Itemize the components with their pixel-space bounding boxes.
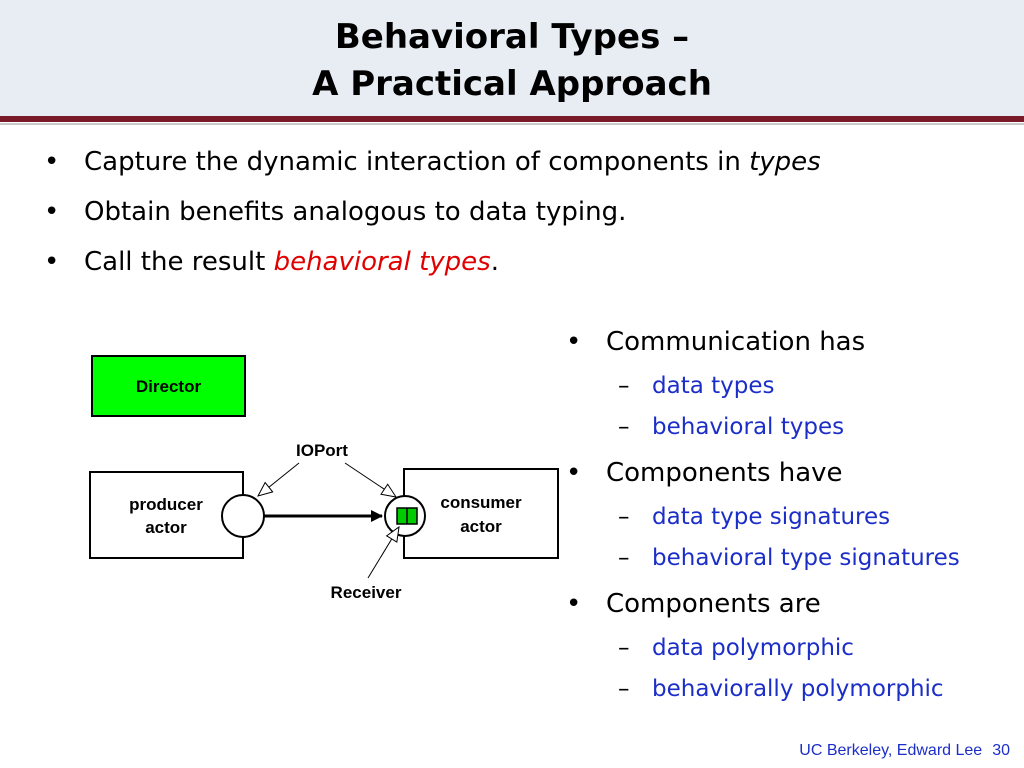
title-rule-shadow (0, 123, 1024, 125)
right-bullet-2-label: Components have (606, 458, 843, 488)
ioport-label: IOPort (296, 441, 348, 460)
slide-title-line-2: A Practical Approach (312, 64, 712, 104)
dash-glyph: – (618, 635, 630, 661)
title-rule (0, 116, 1024, 122)
receiver-pointer (367, 527, 399, 579)
producer-label-line-1: producer (129, 495, 203, 514)
ioport-pointer-right (344, 462, 396, 497)
main-bullet-1-text: Capture the dynamic interaction of compo… (84, 147, 750, 177)
main-bullet-3-text: Call the result (84, 247, 274, 277)
dash-glyph: – (618, 676, 630, 702)
main-bullet-1-emphasis: types (749, 147, 821, 177)
bullet-glyph: • (566, 589, 582, 619)
right-sub-1-1-text: data types (652, 373, 775, 399)
ioport-pointer-left (258, 462, 300, 496)
title-band: Behavioral Types – A Practical Approach (0, 0, 1024, 116)
consumer-label-line-2: actor (460, 517, 502, 536)
consumer-label-line-1: consumer (440, 493, 522, 512)
dash-glyph: – (618, 373, 630, 399)
right-sub-3-1-text: data polymorphic (652, 635, 854, 661)
slide-title-line-1: Behavioral Types – (334, 17, 690, 57)
consumer-box (403, 468, 559, 559)
right-sub-2-2-text: behavioral type signatures (652, 545, 960, 571)
right-sub-3-2-text: behaviorally polymorphic (652, 676, 944, 702)
right-bullet-3-label: Components are (606, 589, 821, 619)
right-sub-1-2-text: behavioral types (652, 414, 845, 440)
bullet-glyph: • (566, 458, 582, 488)
producer-label-line-2: actor (145, 518, 187, 537)
main-bullet-3-highlight: behavioral types (273, 247, 491, 277)
bullet-glyph: • (44, 247, 60, 277)
receiver-label: Receiver (331, 583, 402, 602)
dash-glyph: – (618, 545, 630, 571)
bullet-glyph: • (44, 197, 60, 227)
right-sub-2-1-text: data type signatures (652, 504, 891, 530)
page-number: 30 (992, 742, 1010, 759)
producer-port-circle (221, 494, 265, 538)
dash-glyph: – (618, 504, 630, 530)
footer: UC Berkeley, Edward Lee 30 (799, 742, 1010, 760)
director-box (91, 355, 246, 417)
main-bullet-3-suffix: . (490, 247, 499, 277)
bullet-glyph: • (566, 327, 582, 357)
bullet-glyph: • (44, 147, 60, 177)
footer-credit: UC Berkeley, Edward Lee (799, 742, 983, 759)
producer-box (89, 471, 244, 559)
right-bullet-1-label: Communication has (606, 327, 866, 357)
director-label: Director (136, 377, 202, 396)
main-bullet-2-text: Obtain benefits analogous to data typing… (84, 197, 627, 227)
dash-glyph: – (618, 414, 630, 440)
